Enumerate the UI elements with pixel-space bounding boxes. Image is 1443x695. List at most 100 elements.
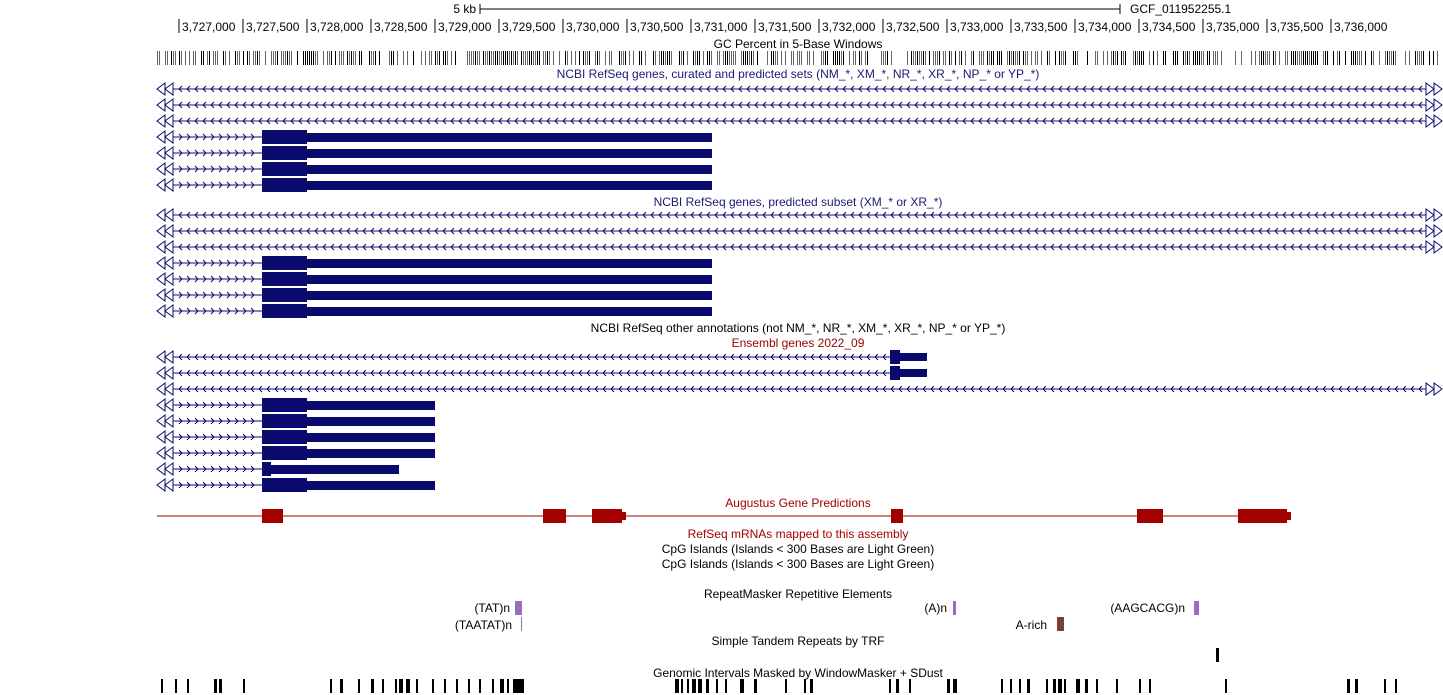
ensembl-track[interactable] xyxy=(156,350,1443,492)
trf-feature[interactable] xyxy=(1216,648,1219,662)
ruler-tick-label: 3,728,500 xyxy=(374,20,428,34)
strand-arrow xyxy=(898,117,903,125)
strand-arrow xyxy=(1370,85,1375,93)
strand-arrow xyxy=(250,307,255,315)
refseq-all-track[interactable] xyxy=(156,82,1443,192)
repeat-feature[interactable] xyxy=(521,617,522,631)
strand-arrow xyxy=(226,259,231,267)
utr xyxy=(307,401,435,410)
clip-left-icon xyxy=(164,382,174,396)
strand-arrow xyxy=(1362,243,1367,251)
strand-arrow xyxy=(802,227,807,235)
strand-arrow xyxy=(370,385,375,393)
strand-arrow xyxy=(1402,211,1407,219)
gc-bar xyxy=(833,51,834,65)
strand-arrow xyxy=(346,117,351,125)
strand-arrow xyxy=(1122,243,1127,251)
strand-arrow xyxy=(186,149,191,157)
strand-arrow xyxy=(1138,101,1143,109)
repeatmasker-track[interactable]: (TAT)n (TAATAT)n (A)n A-rich (AAGCACG)n xyxy=(455,601,1199,632)
strand-arrow xyxy=(418,85,423,93)
strand-arrow xyxy=(546,353,551,361)
strand-arrow xyxy=(754,369,759,377)
clip-left-icon xyxy=(156,350,166,364)
gc-bar xyxy=(727,51,728,65)
strand-arrow xyxy=(834,117,839,125)
strand-arrow xyxy=(706,369,711,377)
masked-interval xyxy=(382,679,384,693)
repeat-feature[interactable] xyxy=(1057,617,1064,631)
strand-arrow xyxy=(482,85,487,93)
gc-percent-track[interactable] xyxy=(157,51,1438,65)
strand-arrow xyxy=(434,101,439,109)
strand-arrow xyxy=(314,117,319,125)
repeat-feature[interactable] xyxy=(953,601,956,615)
strand-arrow xyxy=(1098,385,1103,393)
strand-arrow xyxy=(298,117,303,125)
strand-arrow xyxy=(338,211,343,219)
strand-arrow xyxy=(1258,101,1263,109)
strand-arrow xyxy=(378,227,383,235)
strand-arrow xyxy=(1178,117,1183,125)
gc-bar xyxy=(1295,51,1296,65)
clip-left-icon xyxy=(164,462,174,476)
windowmasker-track[interactable] xyxy=(161,679,1397,693)
gc-bar xyxy=(973,51,974,65)
strand-arrow xyxy=(538,85,543,93)
repeat-feature[interactable] xyxy=(1194,601,1199,615)
strand-arrow xyxy=(874,117,879,125)
strand-arrow xyxy=(794,243,799,251)
strand-arrow xyxy=(1074,117,1079,125)
strand-arrow xyxy=(266,101,271,109)
strand-arrow xyxy=(1218,117,1223,125)
strand-arrow xyxy=(1306,85,1311,93)
gc-bar xyxy=(595,51,596,65)
strand-arrow xyxy=(386,117,391,125)
strand-arrow xyxy=(370,243,375,251)
ruler-tick-label: 3,735,000 xyxy=(1206,20,1260,34)
repeat-feature[interactable] xyxy=(515,601,522,615)
strand-arrow xyxy=(346,85,351,93)
strand-arrow xyxy=(378,385,383,393)
gc-bar xyxy=(937,51,938,65)
strand-arrow xyxy=(930,211,935,219)
strand-arrow xyxy=(1274,211,1279,219)
strand-arrow xyxy=(178,401,183,409)
strand-arrow xyxy=(1178,211,1183,219)
strand-arrow xyxy=(1370,243,1375,251)
strand-arrow xyxy=(1122,85,1127,93)
strand-arrow xyxy=(674,243,679,251)
strand-arrow xyxy=(202,181,207,189)
gc-bar xyxy=(987,51,988,65)
strand-arrow xyxy=(378,243,383,251)
gc-bar xyxy=(425,51,426,65)
strand-arrow xyxy=(882,101,887,109)
strand-arrow xyxy=(1162,101,1167,109)
strand-arrow xyxy=(746,227,751,235)
strand-arrow xyxy=(474,353,479,361)
strand-arrow xyxy=(698,101,703,109)
strand-arrow xyxy=(346,227,351,235)
clip-left-icon xyxy=(156,446,166,460)
strand-arrow xyxy=(1074,243,1079,251)
strand-arrow xyxy=(874,101,879,109)
augustus-track[interactable] xyxy=(157,509,1291,523)
refseq-predicted-track[interactable] xyxy=(156,208,1443,318)
strand-arrow xyxy=(1002,227,1007,235)
strand-arrow xyxy=(1042,227,1047,235)
gc-bar xyxy=(189,51,190,65)
masked-interval xyxy=(219,679,222,693)
gc-bar xyxy=(1175,51,1176,65)
strand-arrow xyxy=(498,85,503,93)
gc-bar xyxy=(983,51,984,65)
strand-arrow xyxy=(466,211,471,219)
gc-bar xyxy=(193,51,194,65)
strand-arrow xyxy=(1002,101,1007,109)
strand-arrow xyxy=(1018,227,1023,235)
strand-arrow xyxy=(818,211,823,219)
strand-arrow xyxy=(1234,243,1239,251)
gc-bar xyxy=(1307,51,1308,65)
strand-arrow xyxy=(690,101,695,109)
